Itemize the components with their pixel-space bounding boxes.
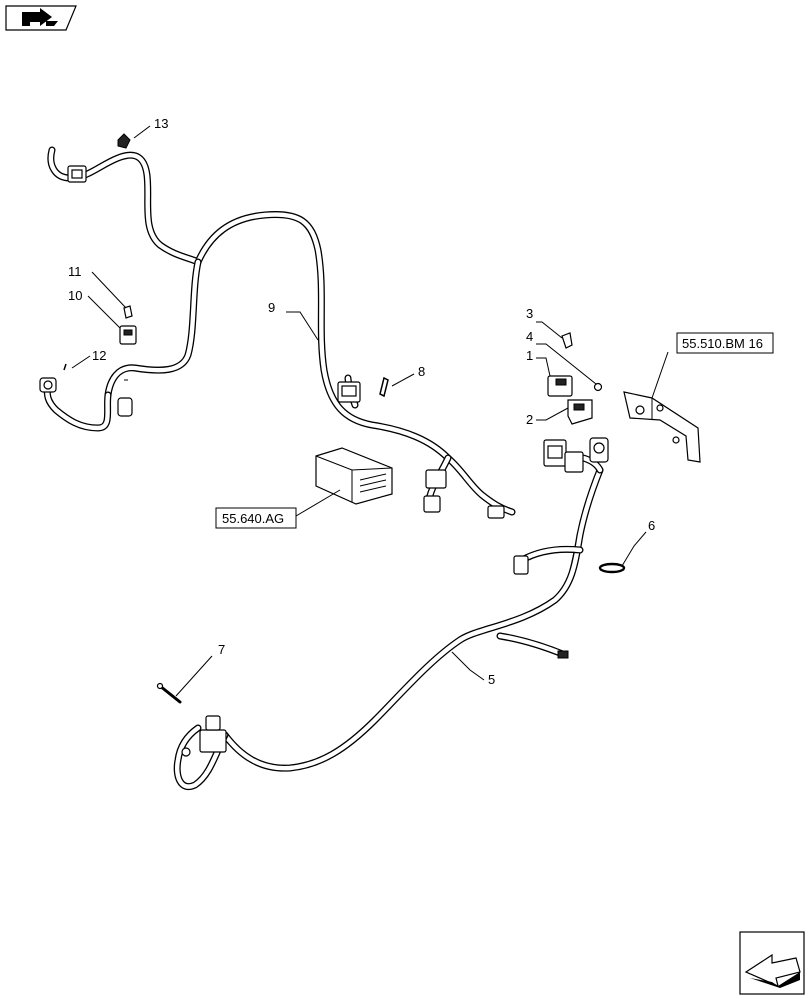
callout-10: 10 [68, 288, 82, 303]
ref-bracket-label: 55.510.BM 16 [682, 336, 763, 351]
callout-8: 8 [418, 364, 425, 379]
callout-1: 1 [526, 348, 533, 363]
part-10-connector[interactable] [119, 325, 137, 345]
part-2-relay-holder[interactable] [567, 399, 593, 425]
part-8-clip[interactable] [379, 376, 389, 398]
part-4-nut[interactable] [593, 382, 603, 392]
callout-4: 4 [526, 329, 533, 344]
part-3-screw[interactable] [561, 332, 573, 349]
ref-box-module[interactable]: 55.640.AG [215, 507, 297, 529]
control-module[interactable] [315, 447, 393, 505]
next-page-arrow-icon[interactable] [739, 931, 805, 995]
callout-11: 11 [68, 264, 82, 279]
callout-9: 9 [268, 300, 275, 315]
part-12-terminal[interactable] [63, 363, 67, 371]
callout-12: 12 [92, 348, 106, 363]
part-7-cable-tie[interactable] [156, 682, 182, 704]
lower-harness [173, 437, 609, 791]
bracket[interactable] [623, 391, 701, 463]
part-11-screw[interactable] [123, 305, 133, 319]
callout-7: 7 [218, 642, 225, 657]
leader-lines [71, 125, 669, 697]
ref-box-bracket[interactable]: 55.510.BM 16 [676, 332, 774, 354]
part-1-relay[interactable] [547, 375, 573, 397]
part-6-cable-tie[interactable] [598, 562, 626, 574]
callout-5: 5 [488, 672, 495, 687]
book-arrow-icon[interactable] [5, 5, 77, 31]
callout-labels: 13 11 10 12 9 8 3 4 1 2 6 7 5 [68, 116, 655, 687]
callout-2: 2 [526, 412, 533, 427]
callout-3: 3 [526, 306, 533, 321]
ref-module-label: 55.640.AG [222, 511, 284, 526]
part-13-grommet[interactable] [117, 133, 131, 149]
upper-harness [39, 146, 516, 519]
callout-13: 13 [154, 116, 168, 131]
callout-6: 6 [648, 518, 655, 533]
